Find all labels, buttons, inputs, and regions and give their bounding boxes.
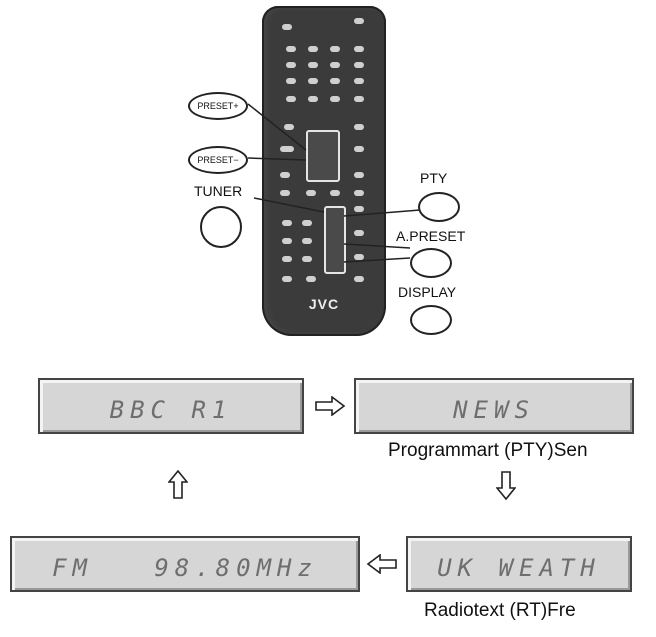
remote-tuner-group <box>324 206 346 274</box>
remote-button <box>354 96 364 102</box>
remote-button <box>286 78 296 84</box>
remote-button <box>284 124 294 130</box>
preset-up-label: PRESET+ <box>197 101 239 111</box>
preset-down-label: PRESET− <box>197 155 239 165</box>
pty-key <box>418 192 460 222</box>
remote-button <box>286 96 296 102</box>
callout-lines <box>247 103 421 263</box>
remote-button <box>354 276 364 282</box>
remote-button <box>282 220 292 226</box>
arrow-up-icon <box>168 470 188 499</box>
remote-brand-logo: JVC <box>308 296 340 312</box>
remote-button <box>282 238 292 244</box>
preset-up-key: PRESET+ <box>188 92 248 120</box>
remote-button <box>354 146 364 152</box>
lcd-text-radiotext: UK WEATH <box>437 554 601 582</box>
lcd-text-frequency: FM 98.80MHz <box>52 554 318 582</box>
remote-button <box>354 18 364 24</box>
remote-button <box>330 46 340 52</box>
remote-button <box>308 78 318 84</box>
remote-button <box>354 62 364 68</box>
remote-button <box>302 256 312 262</box>
remote-button <box>308 96 318 102</box>
remote-button <box>280 172 290 178</box>
remote-button <box>330 96 340 102</box>
remote-button <box>286 62 296 68</box>
remote-button <box>280 190 290 196</box>
remote-button <box>330 62 340 68</box>
remote-button <box>306 190 316 196</box>
callout-line-preset-up <box>247 103 307 151</box>
remote-button <box>302 220 312 226</box>
remote-button <box>354 230 364 236</box>
arrow-left-icon <box>366 554 397 574</box>
lcd-display-station-name: BBC R1 <box>38 378 304 434</box>
lcd-display-pty: NEWS <box>354 378 634 434</box>
remote-control: JVC <box>262 6 386 336</box>
arrow-right-icon <box>315 396 346 416</box>
tuner-key <box>200 206 242 248</box>
remote-button <box>354 124 364 130</box>
remote-button <box>330 78 340 84</box>
display-label: DISPLAY <box>398 284 457 300</box>
remote-cursor-group <box>306 130 340 182</box>
remote-button <box>282 256 292 262</box>
remote-button <box>354 254 364 260</box>
remote-button <box>282 24 292 30</box>
remote-button <box>308 62 318 68</box>
lcd-display-radiotext: UK WEATH <box>406 536 632 592</box>
preset-down-key: PRESET− <box>188 146 248 174</box>
remote-button <box>354 78 364 84</box>
arrow-down-icon <box>496 471 516 500</box>
callout-line-pty <box>343 209 421 217</box>
remote-button <box>354 172 364 178</box>
tuner-label: TUNER <box>194 183 243 199</box>
pty-label: PTY <box>420 170 448 186</box>
remote-button <box>354 46 364 52</box>
remote-button <box>306 276 316 282</box>
remote-button <box>354 206 364 212</box>
remote-button <box>302 238 312 244</box>
lcd-text-station-name: BBC R1 <box>109 396 233 424</box>
remote-button <box>308 46 318 52</box>
remote-button <box>282 276 292 282</box>
callout-line-preset-down <box>247 157 307 161</box>
caption-pty: Programmart (PTY)Sen <box>388 440 588 461</box>
remote-button <box>330 190 340 196</box>
remote-button <box>354 190 364 196</box>
lcd-text-pty: NEWS <box>453 396 535 424</box>
lcd-display-frequency: FM 98.80MHz <box>10 536 360 592</box>
a-preset-key <box>410 248 452 278</box>
a-preset-label: A.PRESET <box>396 228 466 244</box>
remote-button <box>286 46 296 52</box>
callout-line-a-preset <box>343 243 411 249</box>
display-key <box>410 305 452 335</box>
callout-line-tuner <box>253 197 325 213</box>
callout-line-display <box>343 257 411 263</box>
remote-button <box>280 146 294 152</box>
caption-rt: Radiotext (RT)Fre <box>424 600 576 621</box>
